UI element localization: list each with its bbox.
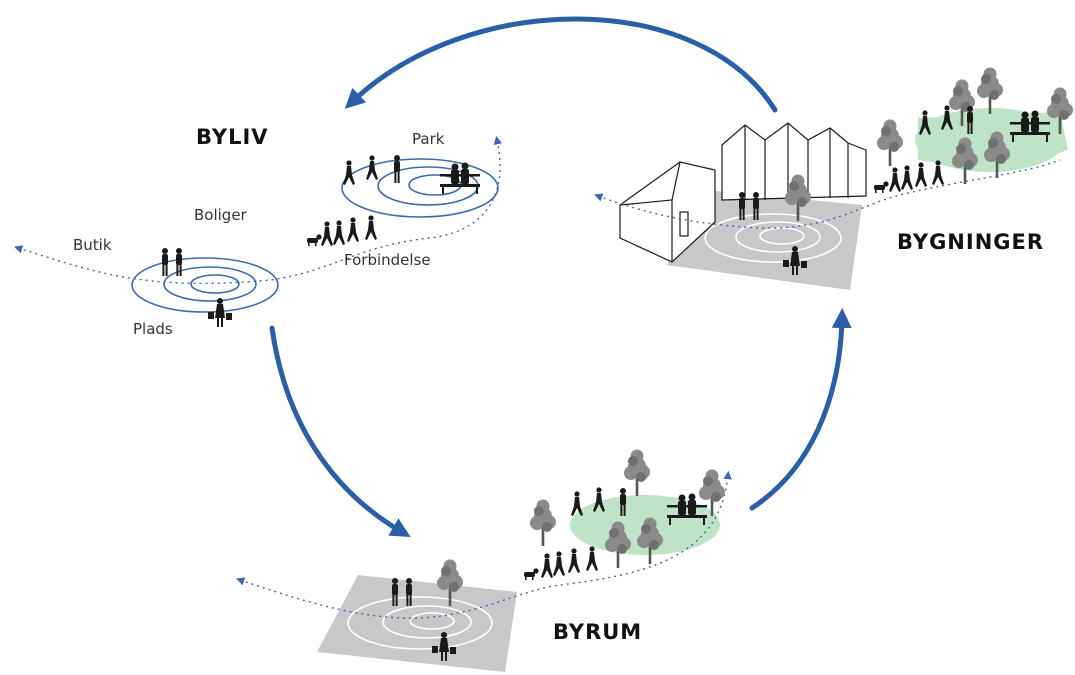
arrow-right [749, 308, 852, 511]
arrow-left [269, 325, 411, 538]
person-icon [889, 167, 901, 192]
plaza-rings [347, 596, 493, 650]
arrow-top [344, 16, 778, 113]
house-icon [619, 161, 716, 263]
label-plads: Plads [133, 320, 173, 338]
person-icon [901, 165, 913, 190]
dog-icon [307, 234, 322, 246]
byliv-path [13, 135, 502, 285]
bygninger-scene [594, 67, 1073, 290]
person-icon [541, 553, 553, 578]
park-rings [341, 158, 499, 218]
byrum-path [236, 470, 732, 619]
person-icon [571, 491, 583, 516]
person-icon [321, 221, 333, 246]
byliv-scene [13, 135, 502, 327]
dog-icon [874, 181, 889, 193]
dog-icon [524, 568, 539, 580]
person-icon [394, 155, 400, 183]
person-icon [568, 548, 580, 573]
label-park: Park [412, 130, 445, 148]
byrum-scene [236, 449, 732, 672]
person-icon [162, 248, 168, 276]
person-icon [347, 217, 359, 242]
person-icon [553, 551, 565, 576]
person-icon [365, 215, 377, 240]
title-byliv: BYLIV [196, 125, 269, 149]
person-icon [586, 546, 598, 571]
person-icon [366, 155, 378, 180]
plads-rings [131, 257, 279, 313]
plaza [317, 575, 517, 672]
tree-icon [877, 119, 903, 166]
person-icon [915, 162, 927, 187]
house-icon [721, 122, 867, 201]
person-icon [333, 220, 345, 245]
label-butik: Butik [73, 236, 112, 254]
title-bygninger: BYGNINGER [897, 230, 1045, 254]
tree-icon [624, 449, 650, 496]
label-boliger: Boliger [194, 206, 247, 224]
shopper-icon [208, 298, 232, 327]
tree-icon [977, 67, 1003, 114]
title-byrum: BYRUM [553, 620, 643, 644]
label-forbindelse: Forbindelse [344, 251, 431, 269]
tree-icon [530, 499, 556, 546]
